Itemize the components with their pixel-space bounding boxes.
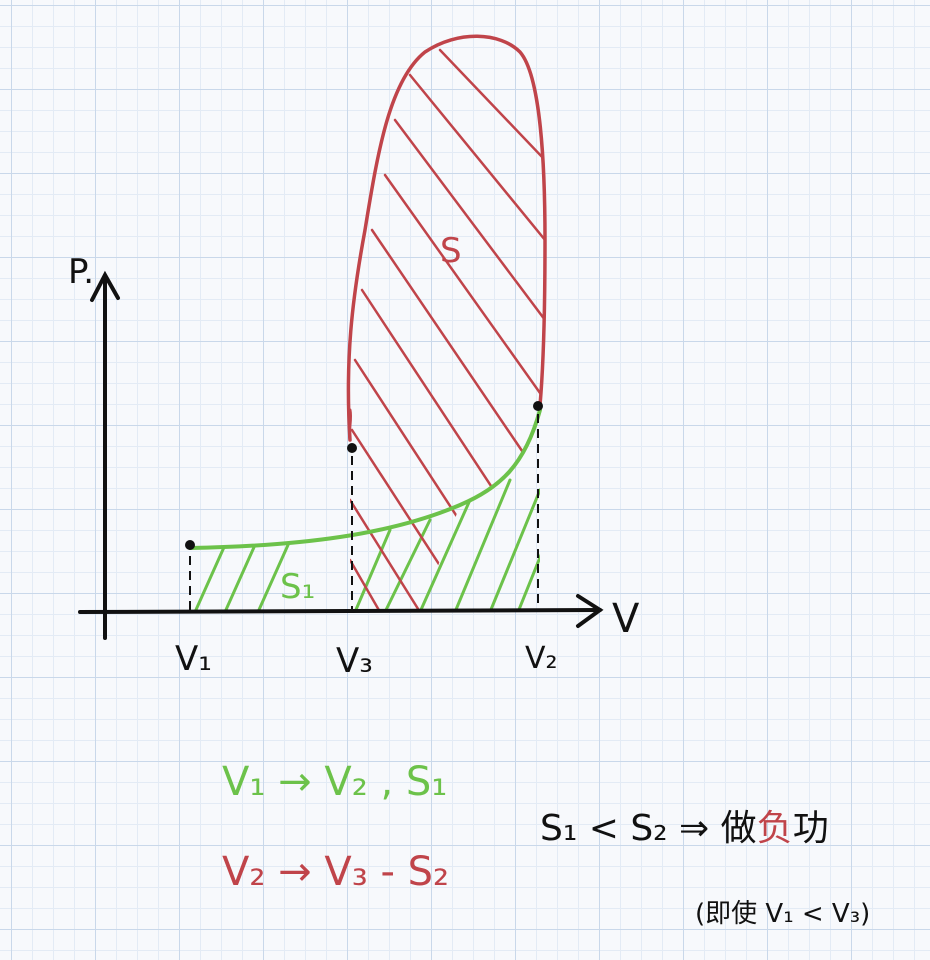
conclusion-emphasis: 负 [757, 808, 793, 849]
conclusion-line: S₁ < S₂ ⇒ 做负功 [540, 808, 829, 849]
green-hatch [193, 478, 540, 612]
x-axis-label: V [612, 596, 640, 642]
legend-line-red: V₂ → V₃ - S₂ [222, 849, 449, 895]
region-label-s1: S₁ [280, 567, 315, 607]
y-axis-label: P. [68, 252, 94, 292]
axes [78, 270, 604, 640]
conclusion-suffix: 功 [793, 808, 829, 849]
region-label-s: S [440, 231, 462, 271]
conclusion-prefix: S₁ < S₂ ⇒ 做 [540, 808, 757, 849]
tick-label-v2: V₂ [525, 641, 558, 676]
tick-label-v1: V₁ [175, 639, 212, 679]
state-point-v2 [533, 401, 543, 411]
state-point-v3 [347, 443, 357, 453]
tick-label-v3: V₃ [336, 641, 373, 681]
dashed-guides [189, 414, 539, 612]
state-point-v1 [185, 540, 195, 550]
red-loop-tail [347, 408, 353, 442]
red-loop-outline [346, 34, 547, 442]
green-curve [188, 408, 542, 550]
conclusion-note: (即使 V₁ < V₃) [695, 899, 870, 929]
legend-line-green: V₁ → V₂ , S₁ [222, 759, 447, 805]
red-hatch [348, 48, 545, 612]
